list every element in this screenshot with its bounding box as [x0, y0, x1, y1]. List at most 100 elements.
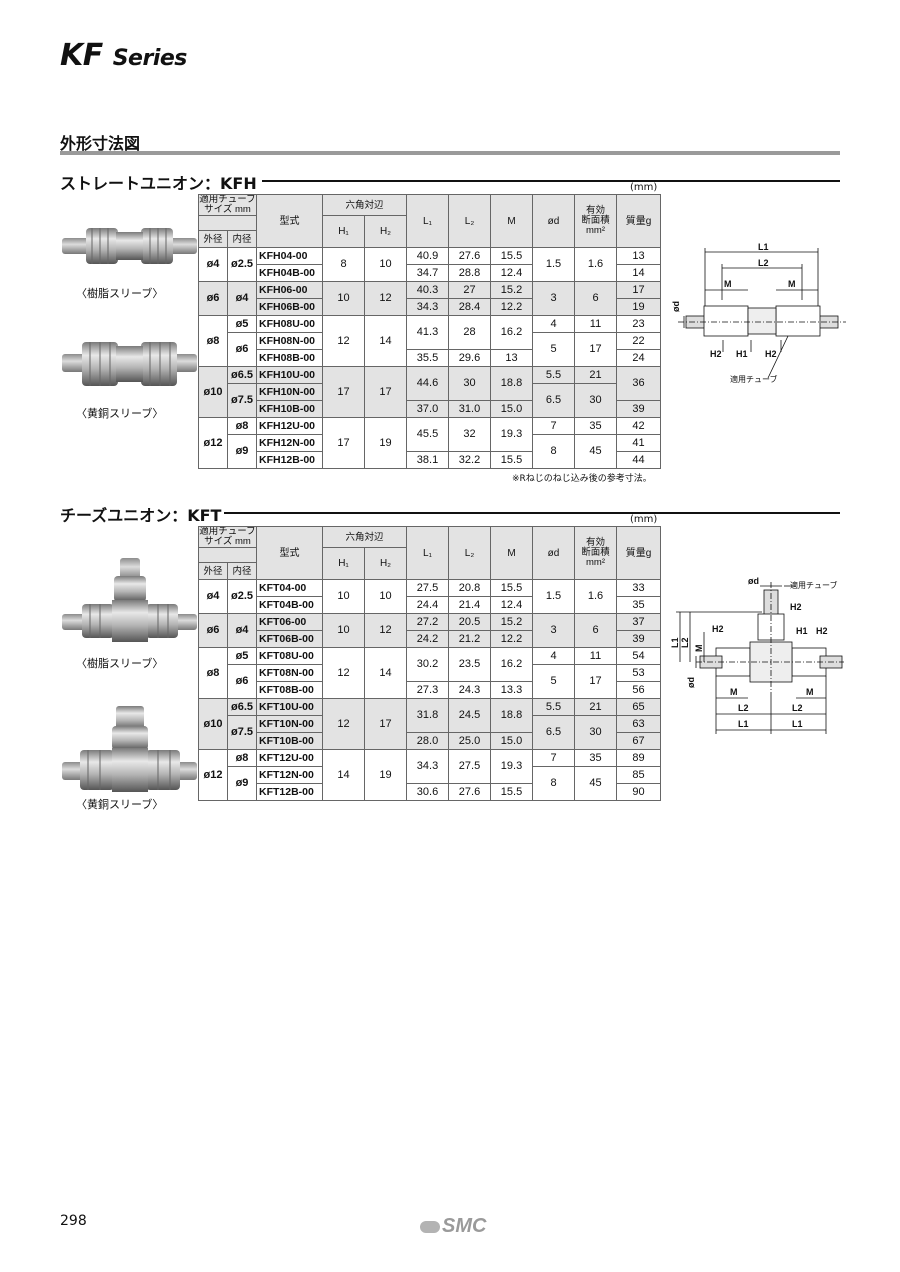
h2-header: H₂	[363, 215, 408, 248]
kfh-note: ※Rねじのねじ込み後の参考寸法。	[512, 474, 652, 484]
section-title: 外形寸法図	[60, 134, 141, 153]
table-row: ø8 ø5 KFT08U-00 12 14 30.2 23.5 16.2 4 1…	[198, 647, 662, 699]
kft-caption-resin: 〈樹脂スリーブ〉	[76, 657, 164, 670]
kfh-drawing-l1: L1	[758, 242, 769, 252]
table-row: KFT10B-00 28.0 25.0 15.0 67	[199, 732, 662, 750]
table-row: ø7.5 KFH10N-00 6.5 30	[199, 383, 661, 418]
series-code: KF	[60, 38, 103, 73]
kft-drawing-h2-right: H2	[816, 626, 828, 636]
l1-header: L₁	[406, 526, 450, 580]
kfh-caption-resin: 〈樹脂スリーブ〉	[76, 287, 164, 300]
kfh-drawing-m-right: M	[788, 279, 796, 289]
kft-code: KFT	[187, 506, 222, 525]
table-row: ø10 ø6.5 KFH10U-00 17 17 44.6 30 18.8 5.…	[198, 366, 662, 418]
table-row: ø7.5 KFT10N-00 6.5 30 63	[199, 715, 662, 750]
table-row: KFH06B-00 34.3 28.4 12.2 19	[199, 298, 662, 316]
kfh-drawing-l2: L2	[758, 258, 769, 268]
table-row: KFT12B-00 30.6 27.6 15.5 90	[199, 783, 662, 801]
id-header: 内径	[227, 230, 257, 248]
kft-drawing-l1-right: L1	[792, 719, 803, 729]
kft-drawing-m-left: M	[730, 687, 738, 697]
od-header: 外径	[198, 562, 228, 580]
kft-title-rule	[224, 512, 840, 514]
mass-header: 質量g	[616, 526, 662, 580]
kft-brass-sleeve-image	[62, 706, 197, 792]
table-row: ø6 ø4 KFH06-00 10 12 40.3 27 15.2 3 6 17	[198, 281, 662, 316]
kft-drawing-d: ød	[748, 576, 759, 586]
model-header: 型式	[256, 526, 323, 580]
kfh-unit: (mm)	[630, 182, 658, 193]
table-row: ø4 ø2.5 KFT04-00 10 10 27.5 20.8 15.5 1.…	[198, 579, 662, 614]
table-row: ø6 ø4 KFT06-00 10 12 27.2 20.5 15.2 3 6 …	[198, 613, 662, 648]
kft-drawing-l1-left: L1	[738, 719, 749, 729]
table-row: ø8 ø5 KFH08U-00 12 14 41.3 28 16.2 4 11 …	[198, 315, 662, 367]
kft-title: チーズユニオン：KFT	[60, 502, 221, 526]
kft-drawing-h1: H1	[796, 626, 808, 636]
kfh-title-rule	[262, 180, 840, 182]
series-title: KF Series	[60, 38, 187, 73]
hex-header: 六角対辺	[321, 194, 408, 216]
l1-header: L₁	[406, 194, 450, 248]
kft-drawing-l1-vertical: L1	[670, 637, 680, 648]
brand-logo: SMC	[420, 1215, 486, 1238]
kft-caption-brass: 〈黄銅スリーブ〉	[76, 798, 164, 811]
kft-drawing-h2-top: H2	[790, 602, 802, 612]
h2-header: H₂	[363, 547, 408, 580]
kft-drawing-d-left: ød	[686, 677, 696, 688]
kfh-drawing-h2-left: H2	[710, 349, 722, 359]
kft-drawing-m-vertical: M	[694, 645, 704, 653]
section-rule	[60, 151, 840, 155]
table-row: KFH10B-00 37.0 31.0 15.0 39	[199, 400, 662, 418]
kfh-drawing-d: ød	[671, 301, 681, 312]
table-row: ø10 ø6.5 KFT10U-00 12 17 31.8 24.5 18.8 …	[198, 698, 662, 750]
series-word: Series	[112, 46, 188, 71]
table-row: ø6 KFH08N-00 5 17 22	[199, 332, 662, 367]
kft-drawing-m-right: M	[806, 687, 814, 697]
page-number: 298	[60, 1213, 87, 1229]
l2-header: L₂	[448, 194, 492, 248]
kfh-title-text: ストレートユニオン：	[60, 174, 221, 193]
kfh-drawing-h1: H1	[736, 349, 748, 359]
table-row: ø12 ø8 KFT12U-00 14 19 34.3 27.5 19.3 7 …	[198, 749, 662, 801]
table-row: KFH04B-00 34.7 28.8 12.4 14	[199, 264, 662, 282]
kfh-drawing-tube: 適用チューブ	[730, 374, 778, 384]
d-header: ød	[532, 194, 576, 248]
h1-header: H₁	[322, 547, 365, 580]
kft-drawing-tube: 適用チューブ	[790, 580, 838, 590]
kft-drawing-l2-right: L2	[792, 703, 803, 713]
kfh-brass-sleeve-image	[62, 342, 197, 386]
table-row: ø12 ø8 KFH12U-00 17 19 45.5 32 19.3 7 35…	[198, 417, 662, 469]
d-header: ød	[532, 526, 576, 580]
tube-size-header: 適用チューブサイズ mm	[198, 526, 257, 548]
kfh-drawing-h2-right: H2	[765, 349, 777, 359]
kft-resin-sleeve-image	[62, 558, 197, 642]
kft-drawing-l2-vertical: L2	[680, 637, 690, 648]
hex-header: 六角対辺	[321, 526, 408, 548]
table-row: KFT06B-00 24.2 21.2 12.2 39	[199, 630, 662, 648]
table-row: ø4 ø2.5 KFH04-00 8 10 40.9 27.6 15.5 1.5…	[198, 247, 662, 282]
kfh-code: KFH	[220, 174, 257, 193]
tube-size-header: 適用チューブサイズ mm	[198, 194, 257, 216]
mass-header: 質量g	[616, 194, 662, 248]
table-row: KFT08B-00 27.3 24.3 13.3 56	[199, 681, 662, 699]
kft-dimension-drawing: ød H2 H2 H1 H2 L1 L2 M ød M M L2 L2 L1 L…	[670, 576, 844, 734]
kfh-drawing-m-left: M	[724, 279, 732, 289]
kft-drawing-l2-left: L2	[738, 703, 749, 713]
od-header: 外径	[198, 230, 228, 248]
kft-title-text: チーズユニオン：	[60, 506, 188, 525]
kfh-caption-brass: 〈黄銅スリーブ〉	[76, 407, 164, 420]
id-header: 内径	[227, 562, 257, 580]
kft-drawing-h2-left: H2	[712, 624, 724, 634]
l2-header: L₂	[448, 526, 492, 580]
table-row: KFH12B-00 38.1 32.2 15.5 44	[199, 451, 662, 469]
model-header: 型式	[256, 194, 323, 248]
h1-header: H₁	[322, 215, 365, 248]
brand-mark-icon	[420, 1220, 440, 1233]
kft-unit: (mm)	[630, 514, 658, 525]
kfh-dimension-drawing: L1 L2 M M ød H2 H1 H2 適用チューブ	[671, 242, 846, 384]
kfh-resin-sleeve-image	[62, 228, 197, 264]
